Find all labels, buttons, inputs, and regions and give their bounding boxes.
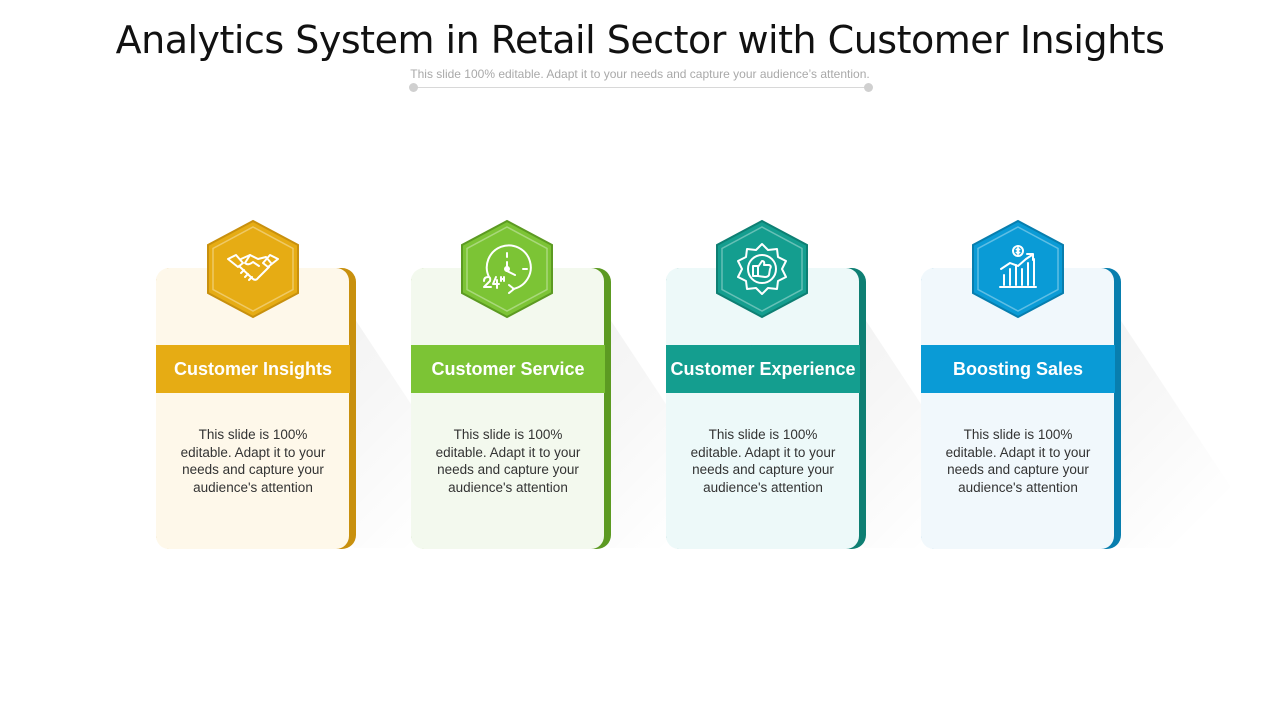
- card-title: Customer Insights: [156, 345, 350, 393]
- slide-subtitle: This slide 100% editable. Adapt it to yo…: [410, 67, 870, 81]
- card-description: This slide is 100% editable. Adapt it to…: [435, 427, 581, 495]
- divider-dot-right: [864, 83, 873, 92]
- growth-chart-icon: [972, 219, 1064, 319]
- thumbs-up-badge-icon: [716, 219, 808, 319]
- card-title: Customer Service: [411, 345, 605, 393]
- card-description: This slide is 100% editable. Adapt it to…: [945, 427, 1091, 495]
- card-description: This slide is 100% editable. Adapt it to…: [690, 427, 836, 495]
- handshake-icon: [207, 219, 299, 319]
- card-title: Customer Experience: [666, 345, 860, 393]
- slide-title: Analytics System in Retail Sector with C…: [115, 18, 1165, 62]
- divider-dot-left: [409, 83, 418, 92]
- subtitle-divider: [414, 87, 868, 88]
- clock-24h-icon: [461, 219, 553, 319]
- card-description: This slide is 100% editable. Adapt it to…: [180, 427, 326, 495]
- card-title: Boosting Sales: [921, 345, 1115, 393]
